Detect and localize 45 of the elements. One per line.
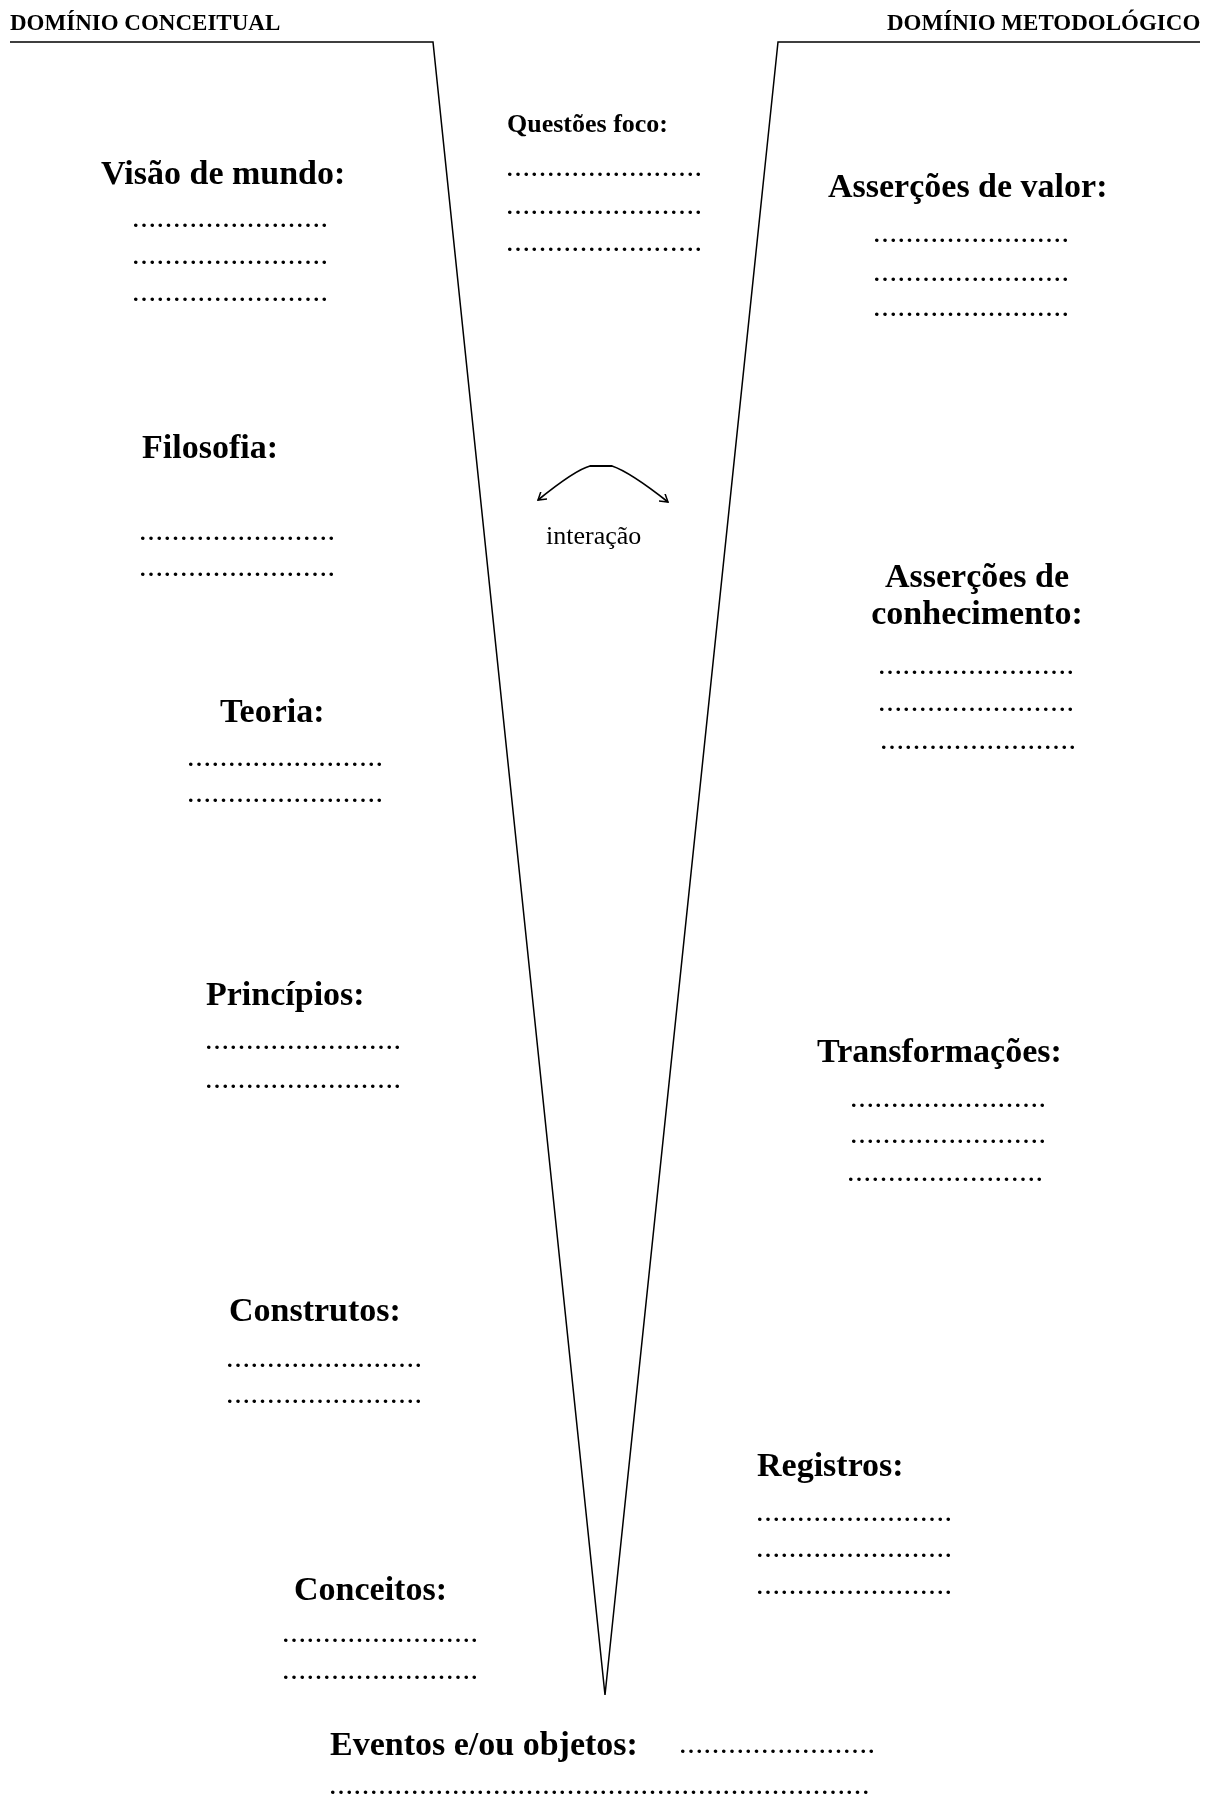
dotted-fill-line: ........................	[206, 1069, 403, 1094]
dotted-fill-line: ........................	[133, 208, 330, 233]
dotted-fill-line: ..................................................................	[330, 1775, 872, 1798]
section-heading: Asserções de conhecimento:	[870, 557, 1084, 632]
section-heading: Visão de mundo:	[101, 154, 346, 192]
dotted-fill-line: ........................	[680, 1734, 877, 1759]
dotted-fill-line: ........................	[881, 730, 1078, 755]
domain-heading: DOMÍNIO CONCEITUAL	[10, 10, 281, 36]
dotted-fill-line: ........................	[874, 297, 1071, 322]
dotted-fill-line: ........................	[757, 1575, 954, 1600]
domain-heading: DOMÍNIO METODOLÓGICO	[887, 10, 1201, 36]
section-heading: Eventos e/ou objetos:	[330, 1725, 638, 1763]
dotted-fill-line: ........................	[133, 245, 330, 270]
dotted-fill-line: ........................	[874, 262, 1071, 287]
dotted-fill-line: ........................	[140, 521, 337, 546]
dotted-fill-line: ........................	[879, 655, 1076, 680]
dotted-fill-line: ........................	[848, 1162, 1045, 1187]
dotted-fill-line: ........................	[507, 157, 704, 182]
section-heading: Asserções de valor:	[828, 167, 1108, 205]
section-heading: Questões foco:	[507, 110, 668, 139]
dotted-fill-line: ........................	[757, 1538, 954, 1563]
dotted-fill-line: ........................	[507, 195, 704, 220]
dotted-fill-line: ........................	[188, 783, 385, 808]
dotted-fill-line: ........................	[188, 747, 385, 772]
dotted-fill-line: ........................	[206, 1030, 403, 1055]
section-heading: Princípios:	[206, 975, 365, 1013]
section-heading: Conceitos:	[294, 1570, 447, 1608]
dotted-fill-line: ........................	[851, 1088, 1048, 1113]
dotted-fill-line: ........................	[133, 282, 330, 307]
section-heading: Filosofia:	[142, 428, 278, 466]
dotted-fill-line: ........................	[227, 1384, 424, 1409]
dotted-fill-line: ........................	[227, 1348, 424, 1373]
dotted-fill-line: ........................	[507, 232, 704, 257]
section-heading: Construtos:	[229, 1291, 401, 1329]
dotted-fill-line: ........................	[851, 1124, 1048, 1149]
section-heading: Transformações:	[817, 1032, 1062, 1070]
dotted-fill-line: ........................	[757, 1502, 954, 1527]
dotted-fill-line: ........................	[283, 1660, 480, 1685]
section-heading: Teoria:	[220, 692, 325, 730]
dotted-fill-line: ........................	[874, 223, 1071, 248]
dotted-fill-line: ........................	[283, 1623, 480, 1648]
interaction-label: interação	[546, 522, 642, 551]
dotted-fill-line: ........................	[879, 692, 1076, 717]
section-heading: Registros:	[757, 1446, 904, 1484]
dotted-fill-line: ........................	[140, 557, 337, 582]
